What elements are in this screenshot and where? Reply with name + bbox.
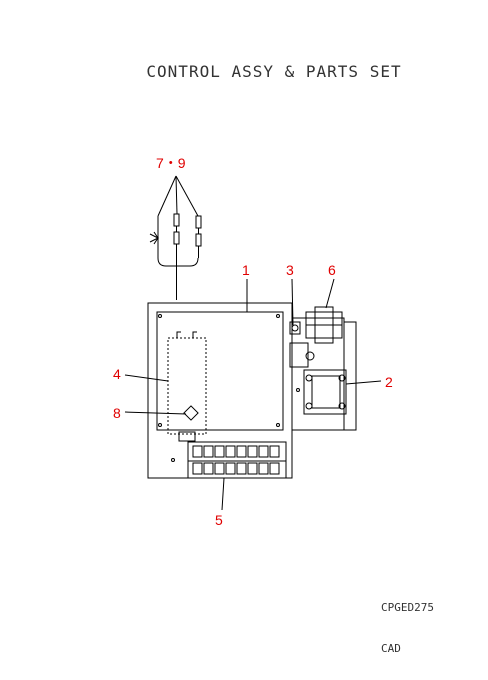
callout-3: 3 xyxy=(286,262,294,278)
cad-label: CAD xyxy=(381,642,401,655)
terminal-block xyxy=(187,441,287,479)
callout-1: 1 xyxy=(242,262,250,278)
drawing-title: CONTROL ASSY & PARTS SET xyxy=(146,62,402,81)
sensor-assembly xyxy=(149,175,202,300)
callout-8: 8 xyxy=(113,405,121,421)
callout-7-9: 7・9 xyxy=(156,155,186,171)
callout-2: 2 xyxy=(385,374,393,390)
callout-6: 6 xyxy=(328,262,336,278)
callout-4: 4 xyxy=(113,366,121,382)
drawing-code: CPGED275 xyxy=(381,601,434,614)
leader-lines xyxy=(124,278,382,511)
side-panel xyxy=(289,306,357,431)
callout-5: 5 xyxy=(215,512,223,528)
